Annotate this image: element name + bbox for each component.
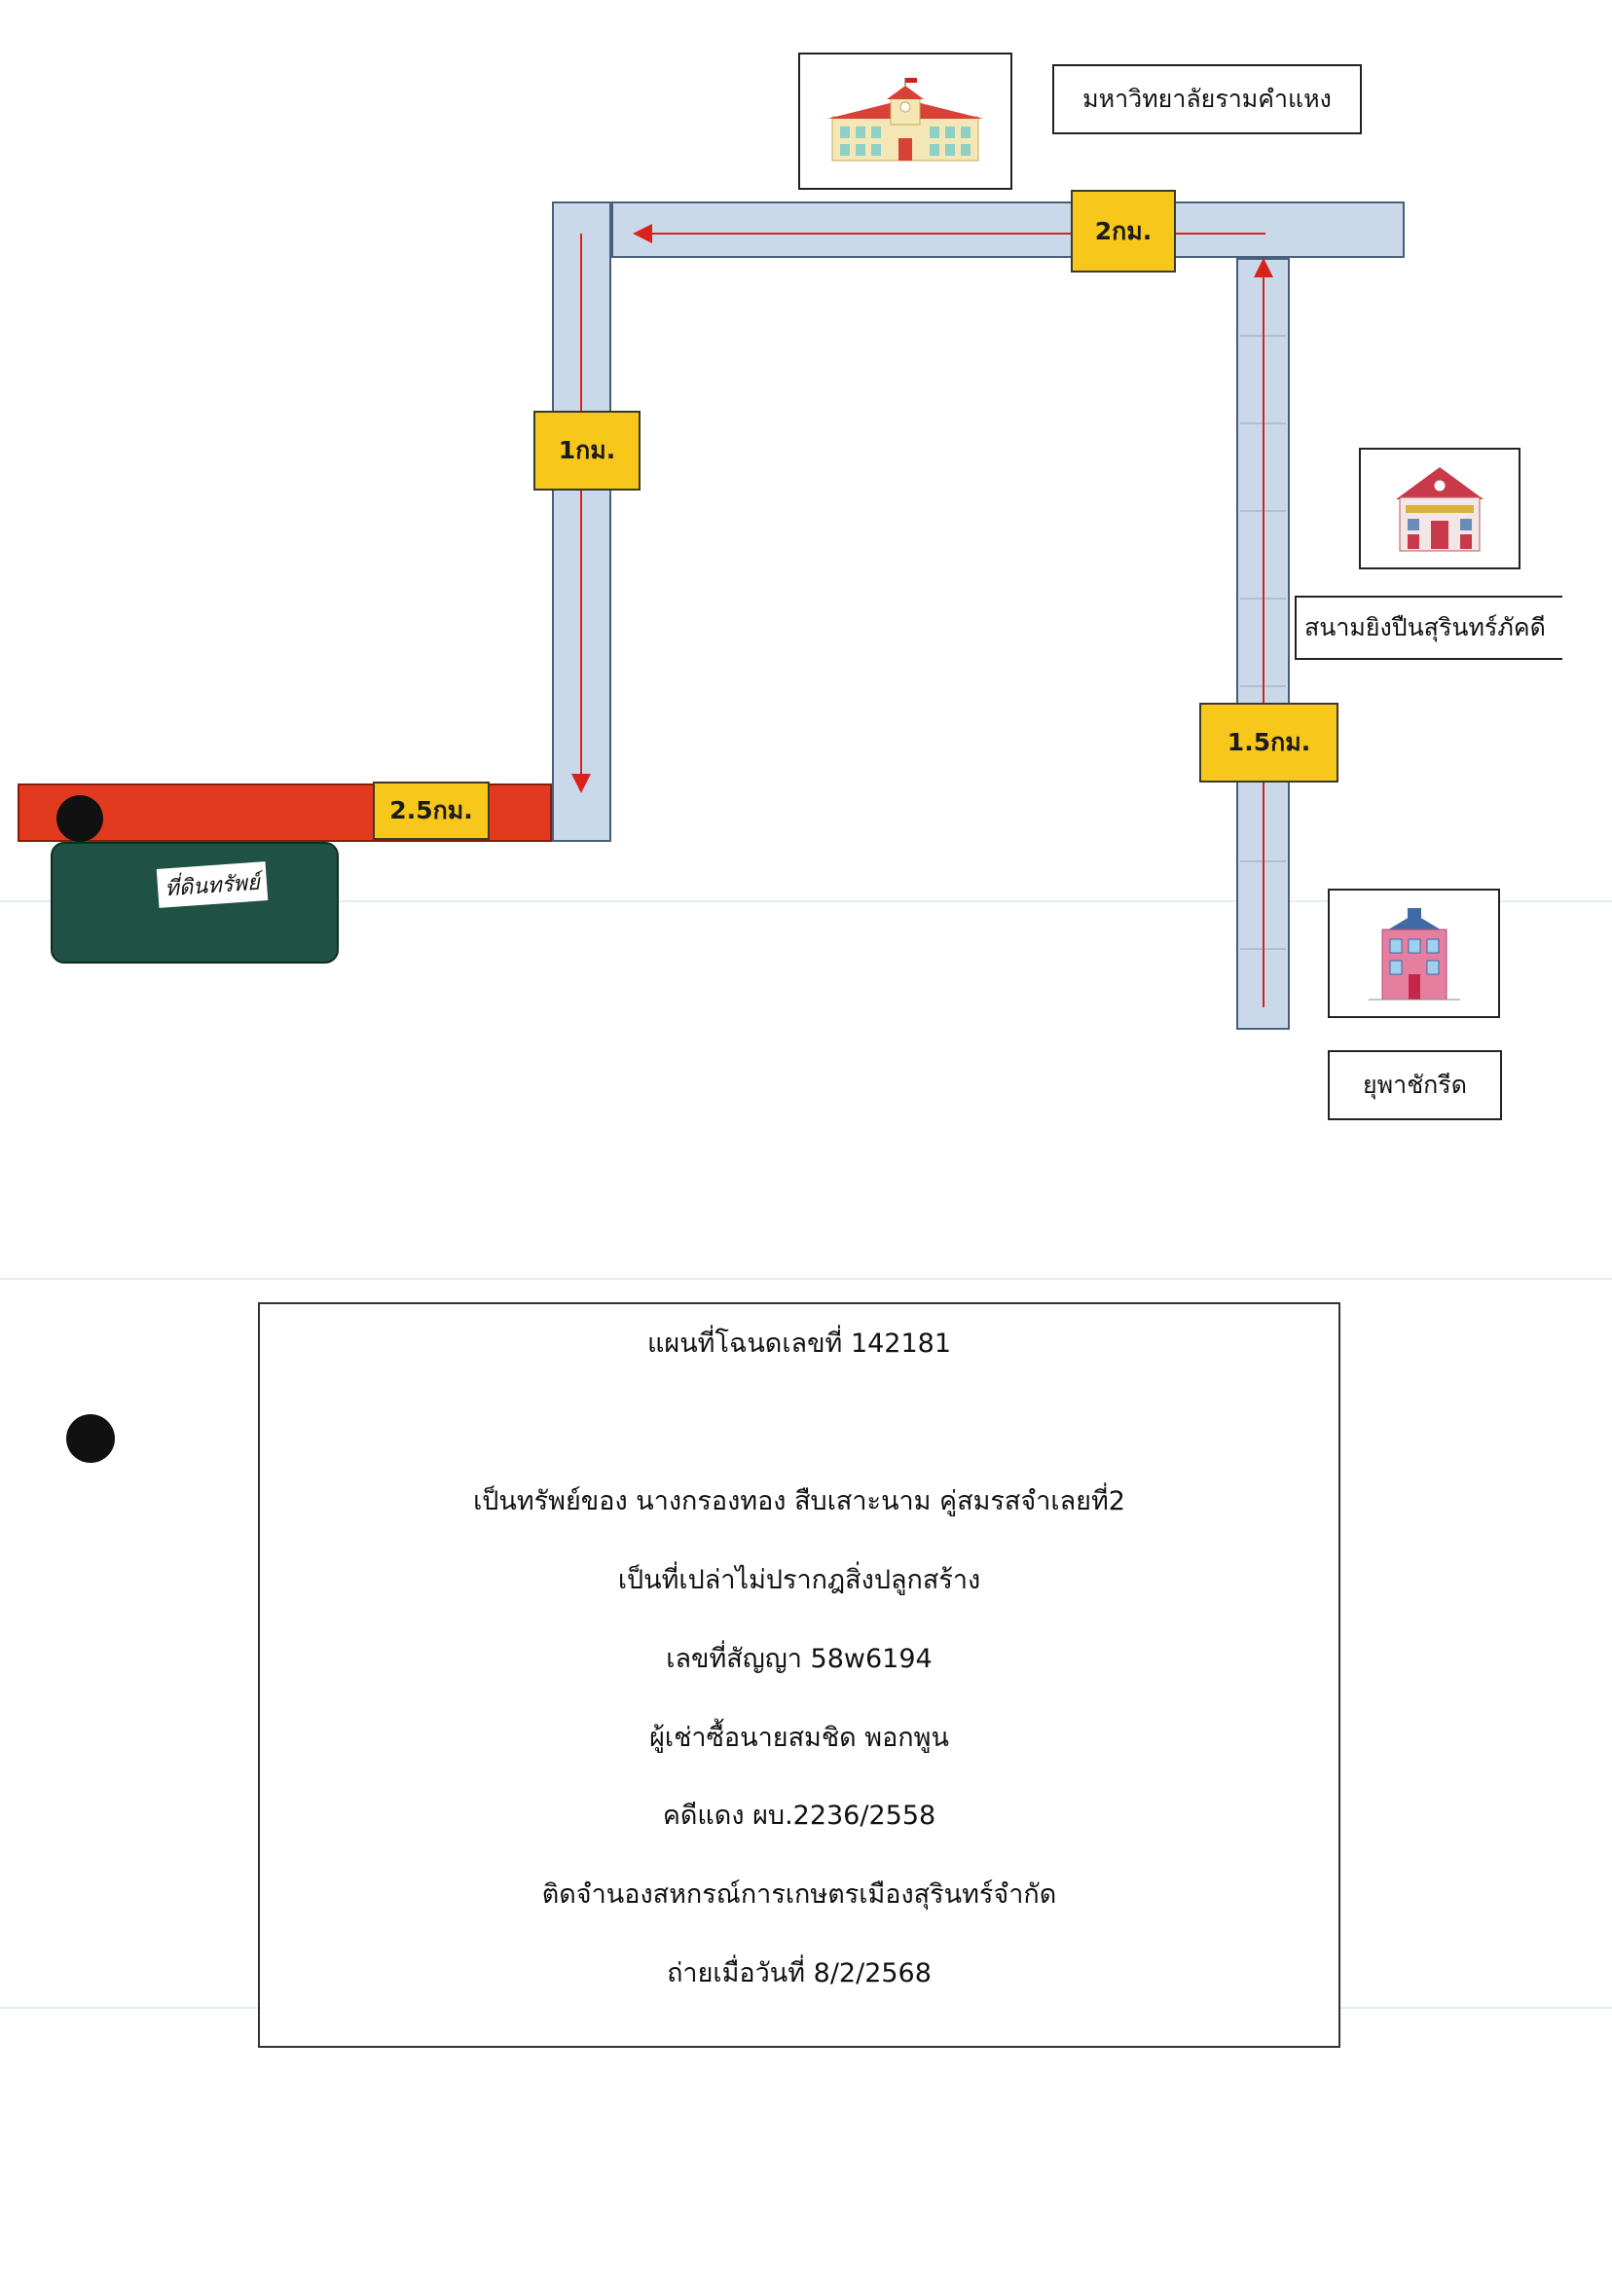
- shooting-range-building-icon: [1396, 467, 1484, 552]
- distance-tag-right: 1.5กม.: [1199, 703, 1338, 783]
- scan-artifact: [0, 900, 1612, 902]
- deed-lessee: ผู้เช่าซื้อนายสมชิด พอกพูน: [649, 1723, 949, 1753]
- land-parcel: ที่ดินทรัพย์: [51, 842, 339, 964]
- distance-tag-top: 2กม.: [1071, 190, 1176, 273]
- deed-owner: เป็นทรัพย์ของ นางกรองทอง สืบเสาะนาม คู่ส…: [473, 1486, 1125, 1516]
- university-building-icon: [827, 77, 983, 161]
- deed-info-box: แผนที่โฉนดเลขที่ 142181 เป็นทรัพย์ของ นา…: [258, 1302, 1340, 2048]
- deed-case-number: คดีแดง ผบ.2236/2558: [662, 1801, 936, 1831]
- landmark-label-yupha: ยุพาชักรีด: [1328, 1050, 1502, 1120]
- deed-photo-date: ถ่ายเมื่อวันที่ 8/2/2568: [667, 1958, 932, 1988]
- distance-tag-left: 1กม.: [533, 411, 641, 491]
- location-pin-icon: [56, 795, 103, 842]
- parcel-handwritten-label: ที่ดินทรัพย์: [156, 861, 269, 908]
- deed-status: เป็นที่เปล่าไม่ปรากฎสิ่งปลูกสร้าง: [617, 1565, 981, 1595]
- road-top: [611, 201, 1405, 258]
- house-building-icon: [1368, 908, 1460, 1001]
- university-icon-box: [798, 53, 1012, 190]
- route-map: 2กม. 1กม. 1.5กม. 2.5กม. ที่ดินทรัพย์ มหา…: [18, 53, 1562, 1120]
- deed-mortgage: ติดจำนองสหกรณ์การเกษตรเมืองสุรินทร์จำกัด: [541, 1879, 1057, 1910]
- punch-hole-dot: [66, 1414, 115, 1463]
- distance-tag-bottom: 2.5กม.: [373, 782, 490, 840]
- landmark-label-shooting-range: สนามยิงปืนสุรินทร์ภัคดี: [1295, 596, 1562, 660]
- yupha-icon-box: [1328, 889, 1500, 1018]
- landmark-label-university: มหาวิทยาลัยรามคำแหง: [1052, 64, 1362, 134]
- deed-title: แผนที่โฉนดเลขที่ 142181: [646, 1329, 952, 1359]
- scan-artifact: [0, 1278, 1612, 1280]
- deed-contract-number: เลขที่สัญญา 58w6194: [666, 1644, 933, 1674]
- shooting-range-icon-box: [1359, 448, 1520, 569]
